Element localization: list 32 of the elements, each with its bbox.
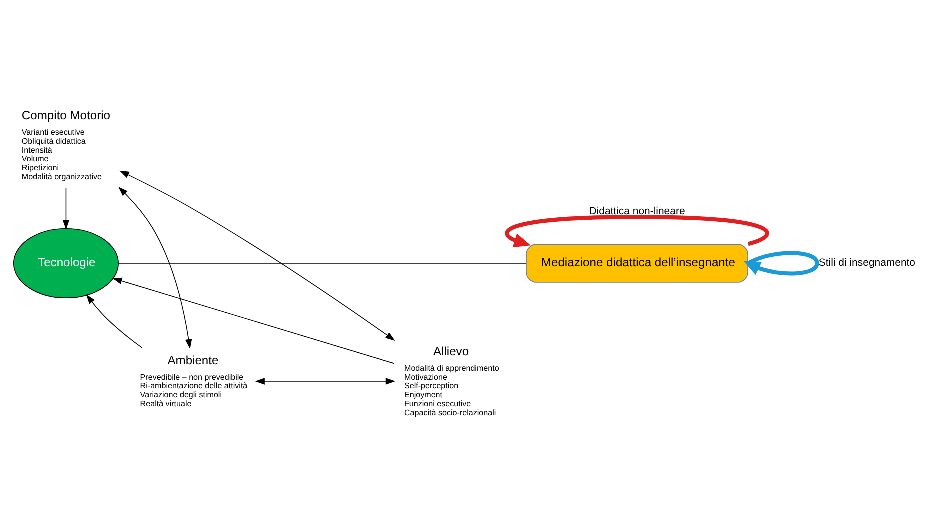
arrow xyxy=(62,188,70,230)
node-label: Self-perception xyxy=(404,382,459,391)
edge-label: Stili di insegnamento xyxy=(818,258,916,270)
node-ellipse: Tecnologie xyxy=(13,228,119,299)
node-label: Modalità organizzative xyxy=(22,172,102,182)
arrow xyxy=(505,215,770,248)
node-text: Allievo xyxy=(433,344,470,359)
node-text: Ambiente xyxy=(168,354,219,368)
arrow xyxy=(112,278,395,364)
arrow xyxy=(255,378,396,385)
connector xyxy=(118,263,527,264)
node-text: Compito Motorio xyxy=(22,108,111,123)
edge-label: Didattica non-lineare xyxy=(589,206,686,218)
node-label: Motivazione xyxy=(404,372,448,382)
node-label: Intensità xyxy=(22,146,52,155)
node-label: Ripetizioni xyxy=(22,163,60,172)
arrow xyxy=(86,294,143,348)
node-box: Mediazione didattica dell’insegnante xyxy=(526,244,748,283)
node-label: Realtà virtuale xyxy=(140,399,192,408)
node-label: Varianti esecutive xyxy=(22,128,85,138)
node-label: Obliquità didattica xyxy=(22,136,86,146)
node-label: Funzioni esecutive xyxy=(404,399,472,408)
arrow xyxy=(744,251,820,276)
node-label: Ri-ambientazione delle attività xyxy=(140,382,248,391)
node-label: Volume xyxy=(22,154,49,164)
node-label: Capacità socio-relazionali xyxy=(404,408,496,418)
node-label: Modalità di apprendimento xyxy=(404,364,500,374)
node-label: Prevedibile – non prevedibile xyxy=(140,372,244,382)
node-label: Variazione degli stimoli xyxy=(140,390,222,400)
node-label: Enjoyment xyxy=(404,390,443,400)
arrow xyxy=(120,170,396,341)
arrow xyxy=(118,187,192,350)
